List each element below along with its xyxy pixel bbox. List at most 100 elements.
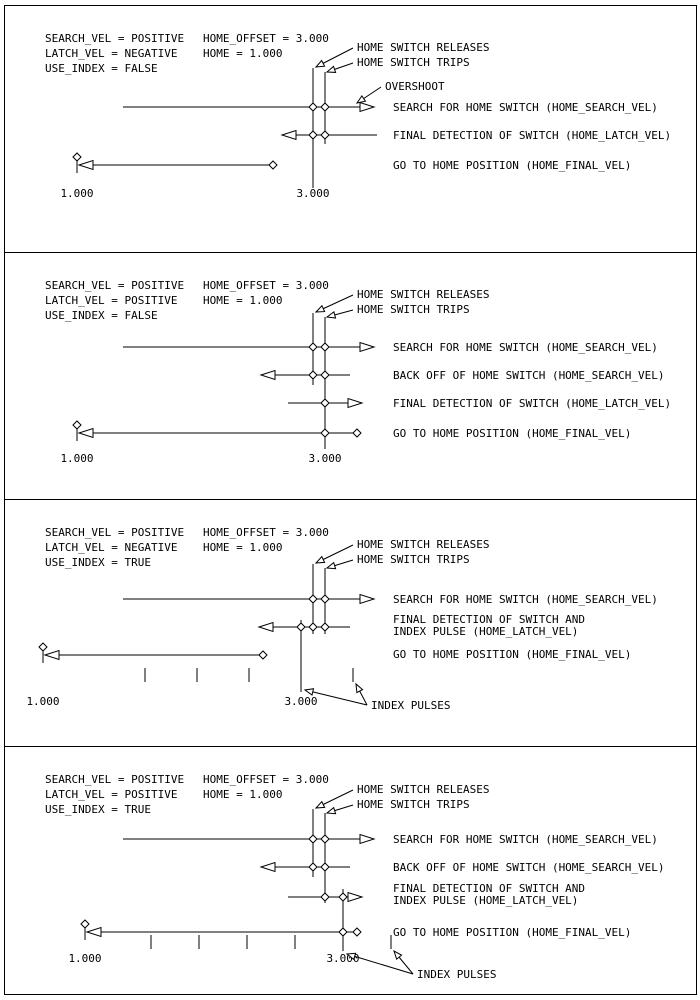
step-search-label: SEARCH FOR HOME SWITCH (HOME_SEARCH_VEL) [393, 593, 658, 606]
index-pulse-ticks [150, 935, 392, 949]
switch-callouts: HOME SWITCH RELEASES HOME SWITCH TRIPS [314, 783, 489, 815]
param-search-vel: SEARCH_VEL = POSITIVE [45, 773, 184, 786]
backoff-motion [259, 861, 350, 873]
trips-leader-arrow [325, 804, 354, 815]
switch-callouts: HOME SWITCH RELEASES HOME SWITCH TRIPS [314, 288, 489, 319]
step-latch-label-line2: INDEX PULSE (HOME_LATCH_VEL) [393, 894, 578, 907]
param-home: HOME = 1.000 [203, 788, 282, 801]
overshoot-leader-arrow [355, 86, 382, 104]
diamond-marker [268, 160, 278, 170]
param-latch-vel: LATCH_VEL = POSITIVE [45, 788, 177, 801]
diamond-marker [320, 370, 330, 380]
diamond-marker [80, 919, 90, 929]
diamond-marker [320, 102, 330, 112]
gohome-motion [72, 420, 362, 441]
step-latch-label-line1: FINAL DETECTION OF SWITCH AND [393, 613, 585, 626]
diamond-marker [320, 428, 330, 438]
diamond-marker [320, 834, 330, 844]
axis-offset-label: 3.000 [326, 952, 359, 965]
releases-label: HOME SWITCH RELEASES [357, 538, 489, 551]
step-gohome-label: GO TO HOME POSITION (HOME_FINAL_VEL) [393, 648, 631, 661]
step-search-label: SEARCH FOR HOME SWITCH (HOME_SEARCH_VEL) [393, 341, 658, 354]
trips-leader-arrow [325, 62, 354, 73]
step-gohome-label: GO TO HOME POSITION (HOME_FINAL_VEL) [393, 427, 631, 440]
diamond-marker [352, 428, 362, 438]
search-motion [123, 101, 376, 113]
step-backoff-label: BACK OFF OF HOME SWITCH (HOME_SEARCH_VEL… [393, 369, 665, 382]
releases-label: HOME SWITCH RELEASES [357, 41, 489, 54]
left-arrow-icon [77, 159, 94, 171]
left-arrow-icon [77, 427, 94, 439]
right-arrow-icon [359, 101, 376, 113]
releases-label: HOME SWITCH RELEASES [357, 783, 489, 796]
step-latch-label: FINAL DETECTION OF SWITCH (HOME_LATCH_VE… [393, 129, 671, 142]
releases-leader-arrow [314, 789, 354, 809]
axis-home-label: 1.000 [26, 695, 59, 708]
param-use-index: USE_INDEX = TRUE [45, 803, 151, 816]
left-arrow-icon [85, 926, 102, 938]
diamond-marker [308, 370, 318, 380]
index-pulse-ticks [144, 668, 354, 682]
index-leader-arrow [345, 952, 414, 975]
diamond-marker [308, 102, 318, 112]
latch-motion [288, 397, 364, 409]
param-home: HOME = 1.000 [203, 541, 282, 554]
param-use-index: USE_INDEX = TRUE [45, 556, 151, 569]
param-home-offset: HOME_OFFSET = 3.000 [203, 526, 329, 539]
param-home-offset: HOME_OFFSET = 3.000 [203, 773, 329, 786]
index-pulses-callout: INDEX PULSES [345, 949, 496, 981]
index-pulses-label: INDEX PULSES [371, 699, 450, 712]
index-leader-arrow [303, 688, 368, 706]
backoff-motion [259, 369, 350, 381]
latch-motion [288, 891, 364, 903]
index-leader-arrow [393, 949, 414, 975]
diamond-marker [38, 642, 48, 652]
step-backoff-label: BACK OFF OF HOME SWITCH (HOME_SEARCH_VEL… [393, 861, 665, 874]
param-home: HOME = 1.000 [203, 47, 282, 60]
panel-latch-negative-with-index: SEARCH_VEL = POSITIVE HOME_OFFSET = 3.00… [5, 500, 696, 747]
latch-motion [257, 621, 350, 633]
gohome-motion [38, 642, 268, 663]
trips-leader-arrow [325, 309, 354, 319]
step-latch-label-line1: FINAL DETECTION OF SWITCH AND [393, 882, 585, 895]
left-arrow-icon [43, 649, 60, 661]
diamond-marker [258, 650, 268, 660]
parameter-block: SEARCH_VEL = POSITIVE HOME_OFFSET = 3.00… [45, 526, 329, 569]
diamond-marker [320, 892, 330, 902]
left-arrow-icon [259, 369, 276, 381]
axis-home-label: 1.000 [60, 452, 93, 465]
panel-4-diagram: SEARCH_VEL = POSITIVE HOME_OFFSET = 3.00… [45, 773, 665, 981]
diamond-marker [320, 622, 330, 632]
right-arrow-icon [347, 891, 364, 903]
panel-2-diagram: SEARCH_VEL = POSITIVE HOME_OFFSET = 3.00… [45, 279, 671, 465]
releases-leader-arrow [314, 47, 354, 68]
parameter-block: SEARCH_VEL = POSITIVE HOME_OFFSET = 3.00… [45, 773, 329, 816]
diamond-marker [338, 927, 348, 937]
trips-label: HOME SWITCH TRIPS [357, 798, 470, 811]
step-latch-label: FINAL DETECTION OF SWITCH (HOME_LATCH_VE… [393, 397, 671, 410]
gohome-motion [72, 152, 278, 173]
diamond-marker [338, 892, 348, 902]
left-arrow-icon [257, 621, 274, 633]
diamond-marker [308, 862, 318, 872]
param-latch-vel: LATCH_VEL = NEGATIVE [45, 541, 177, 554]
index-pulses-label: INDEX PULSES [417, 968, 496, 981]
right-arrow-icon [359, 833, 376, 845]
trips-leader-arrow [325, 559, 354, 570]
switch-callouts: HOME SWITCH RELEASES HOME SWITCH TRIPS O… [314, 41, 489, 104]
axis-offset-label: 3.000 [284, 695, 317, 708]
releases-leader-arrow [314, 544, 354, 564]
axis-home-label: 1.000 [68, 952, 101, 965]
axis-offset-label: 3.000 [308, 452, 341, 465]
axis-home-label: 1.000 [60, 187, 93, 200]
diamond-marker [308, 342, 318, 352]
diamond-marker [72, 152, 82, 162]
panel-3-diagram: SEARCH_VEL = POSITIVE HOME_OFFSET = 3.00… [26, 526, 658, 712]
param-latch-vel: LATCH_VEL = NEGATIVE [45, 47, 177, 60]
releases-leader-arrow [314, 294, 354, 313]
left-arrow-icon [259, 861, 276, 873]
trips-label: HOME SWITCH TRIPS [357, 303, 470, 316]
diamond-marker [320, 594, 330, 604]
panel-latch-positive-no-index: SEARCH_VEL = POSITIVE HOME_OFFSET = 3.00… [5, 253, 696, 500]
right-arrow-icon [359, 593, 376, 605]
